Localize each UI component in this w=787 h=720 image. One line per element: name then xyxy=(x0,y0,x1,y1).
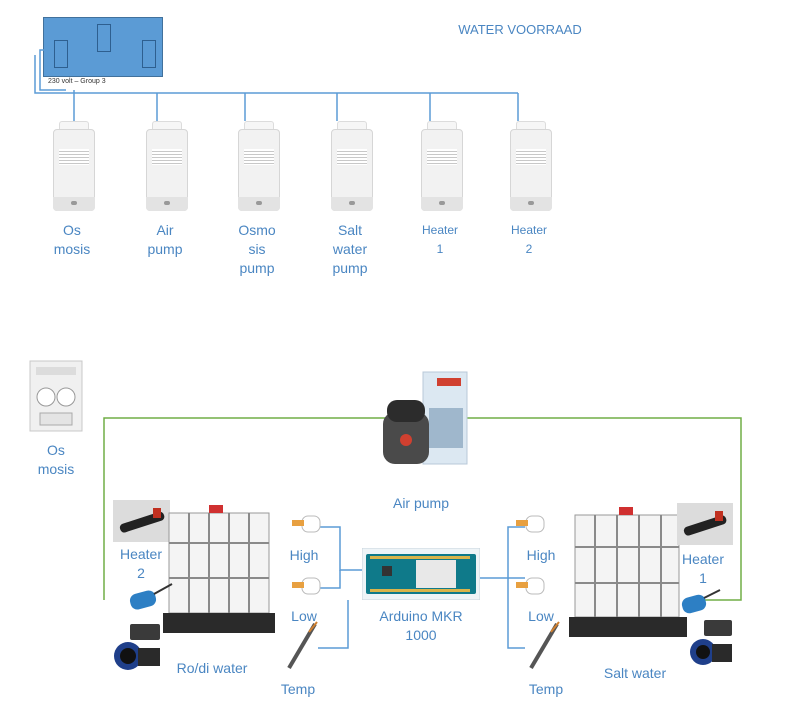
relay-heater-1 xyxy=(421,121,463,211)
diagram-title: WATER VOORRAAD xyxy=(458,22,582,37)
osmosis-label: Os mosis xyxy=(37,442,75,477)
left-temp-probe-image xyxy=(287,621,318,670)
right-air-stone-image xyxy=(681,589,721,614)
right-water-pump-image xyxy=(690,620,732,665)
relay-label-osmosis: Os mosis xyxy=(53,222,91,257)
arduino-board-image xyxy=(362,548,480,600)
relay-label-salt-water-pump: Salt water pump xyxy=(332,222,368,276)
left-high-label: High xyxy=(289,547,319,563)
power-plate-label: 230 volt – Group 3 xyxy=(48,78,106,85)
relay-air-pump xyxy=(146,121,188,211)
socket-slot xyxy=(97,24,111,52)
wire-left-high xyxy=(318,526,362,571)
left-water-pump-image xyxy=(114,624,160,670)
left-low-float-sensor-image xyxy=(292,577,321,595)
wire-left-low xyxy=(318,570,341,589)
right-low-float-sensor-image xyxy=(516,577,545,595)
salt-water-tank-image xyxy=(569,507,687,637)
wire-right-high xyxy=(480,526,525,579)
ro-di-water-tank-image xyxy=(163,505,275,633)
heater-1-image xyxy=(677,503,733,545)
socket-slot xyxy=(142,40,156,68)
air-pump-image xyxy=(383,371,468,465)
salt-water-label: Salt water xyxy=(603,665,667,681)
wire-bus xyxy=(34,55,518,94)
relay-label-osmosis-pump: Osmo sis pump xyxy=(238,222,276,276)
wire-plate-loop xyxy=(39,49,66,91)
heater-2-image xyxy=(113,500,170,542)
left-high-float-sensor-image xyxy=(292,515,321,533)
relay-salt-water-pump xyxy=(331,121,373,211)
heater-2-label: Heater 2 xyxy=(119,546,163,581)
left-air-stone-image xyxy=(129,583,173,610)
wire-right-temp xyxy=(507,578,525,649)
heater-1-label: Heater 1 xyxy=(681,551,725,586)
power-socket-plate xyxy=(43,17,163,77)
socket-slot xyxy=(54,40,68,68)
pipe-left xyxy=(103,417,385,600)
relay-label-heater-2: Heater 2 xyxy=(510,223,548,256)
relay-label-air-pump: Air pump xyxy=(147,222,183,257)
left-low-label: Low xyxy=(291,608,317,624)
relay-heater-2 xyxy=(510,121,552,211)
right-temp-probe-image xyxy=(529,621,560,670)
right-high-float-sensor-image xyxy=(516,515,545,533)
arduino-label: Arduino MKR 1000 xyxy=(379,608,463,643)
right-temp-label: Temp xyxy=(528,681,564,697)
left-temp-label: Temp xyxy=(280,681,316,697)
relay-osmosis-pump xyxy=(238,121,280,211)
osmosis-unit-image xyxy=(29,360,83,432)
right-high-label: High xyxy=(526,547,556,563)
wire-left-temp xyxy=(318,600,349,649)
relay-osmosis xyxy=(53,121,95,211)
air-pump-label: Air pump xyxy=(392,495,450,511)
ro-di-water-label: Ro/di water xyxy=(176,660,248,676)
pipe-right xyxy=(465,417,742,601)
relay-label-heater-1: Heater 1 xyxy=(421,223,459,256)
right-low-label: Low xyxy=(528,608,554,624)
